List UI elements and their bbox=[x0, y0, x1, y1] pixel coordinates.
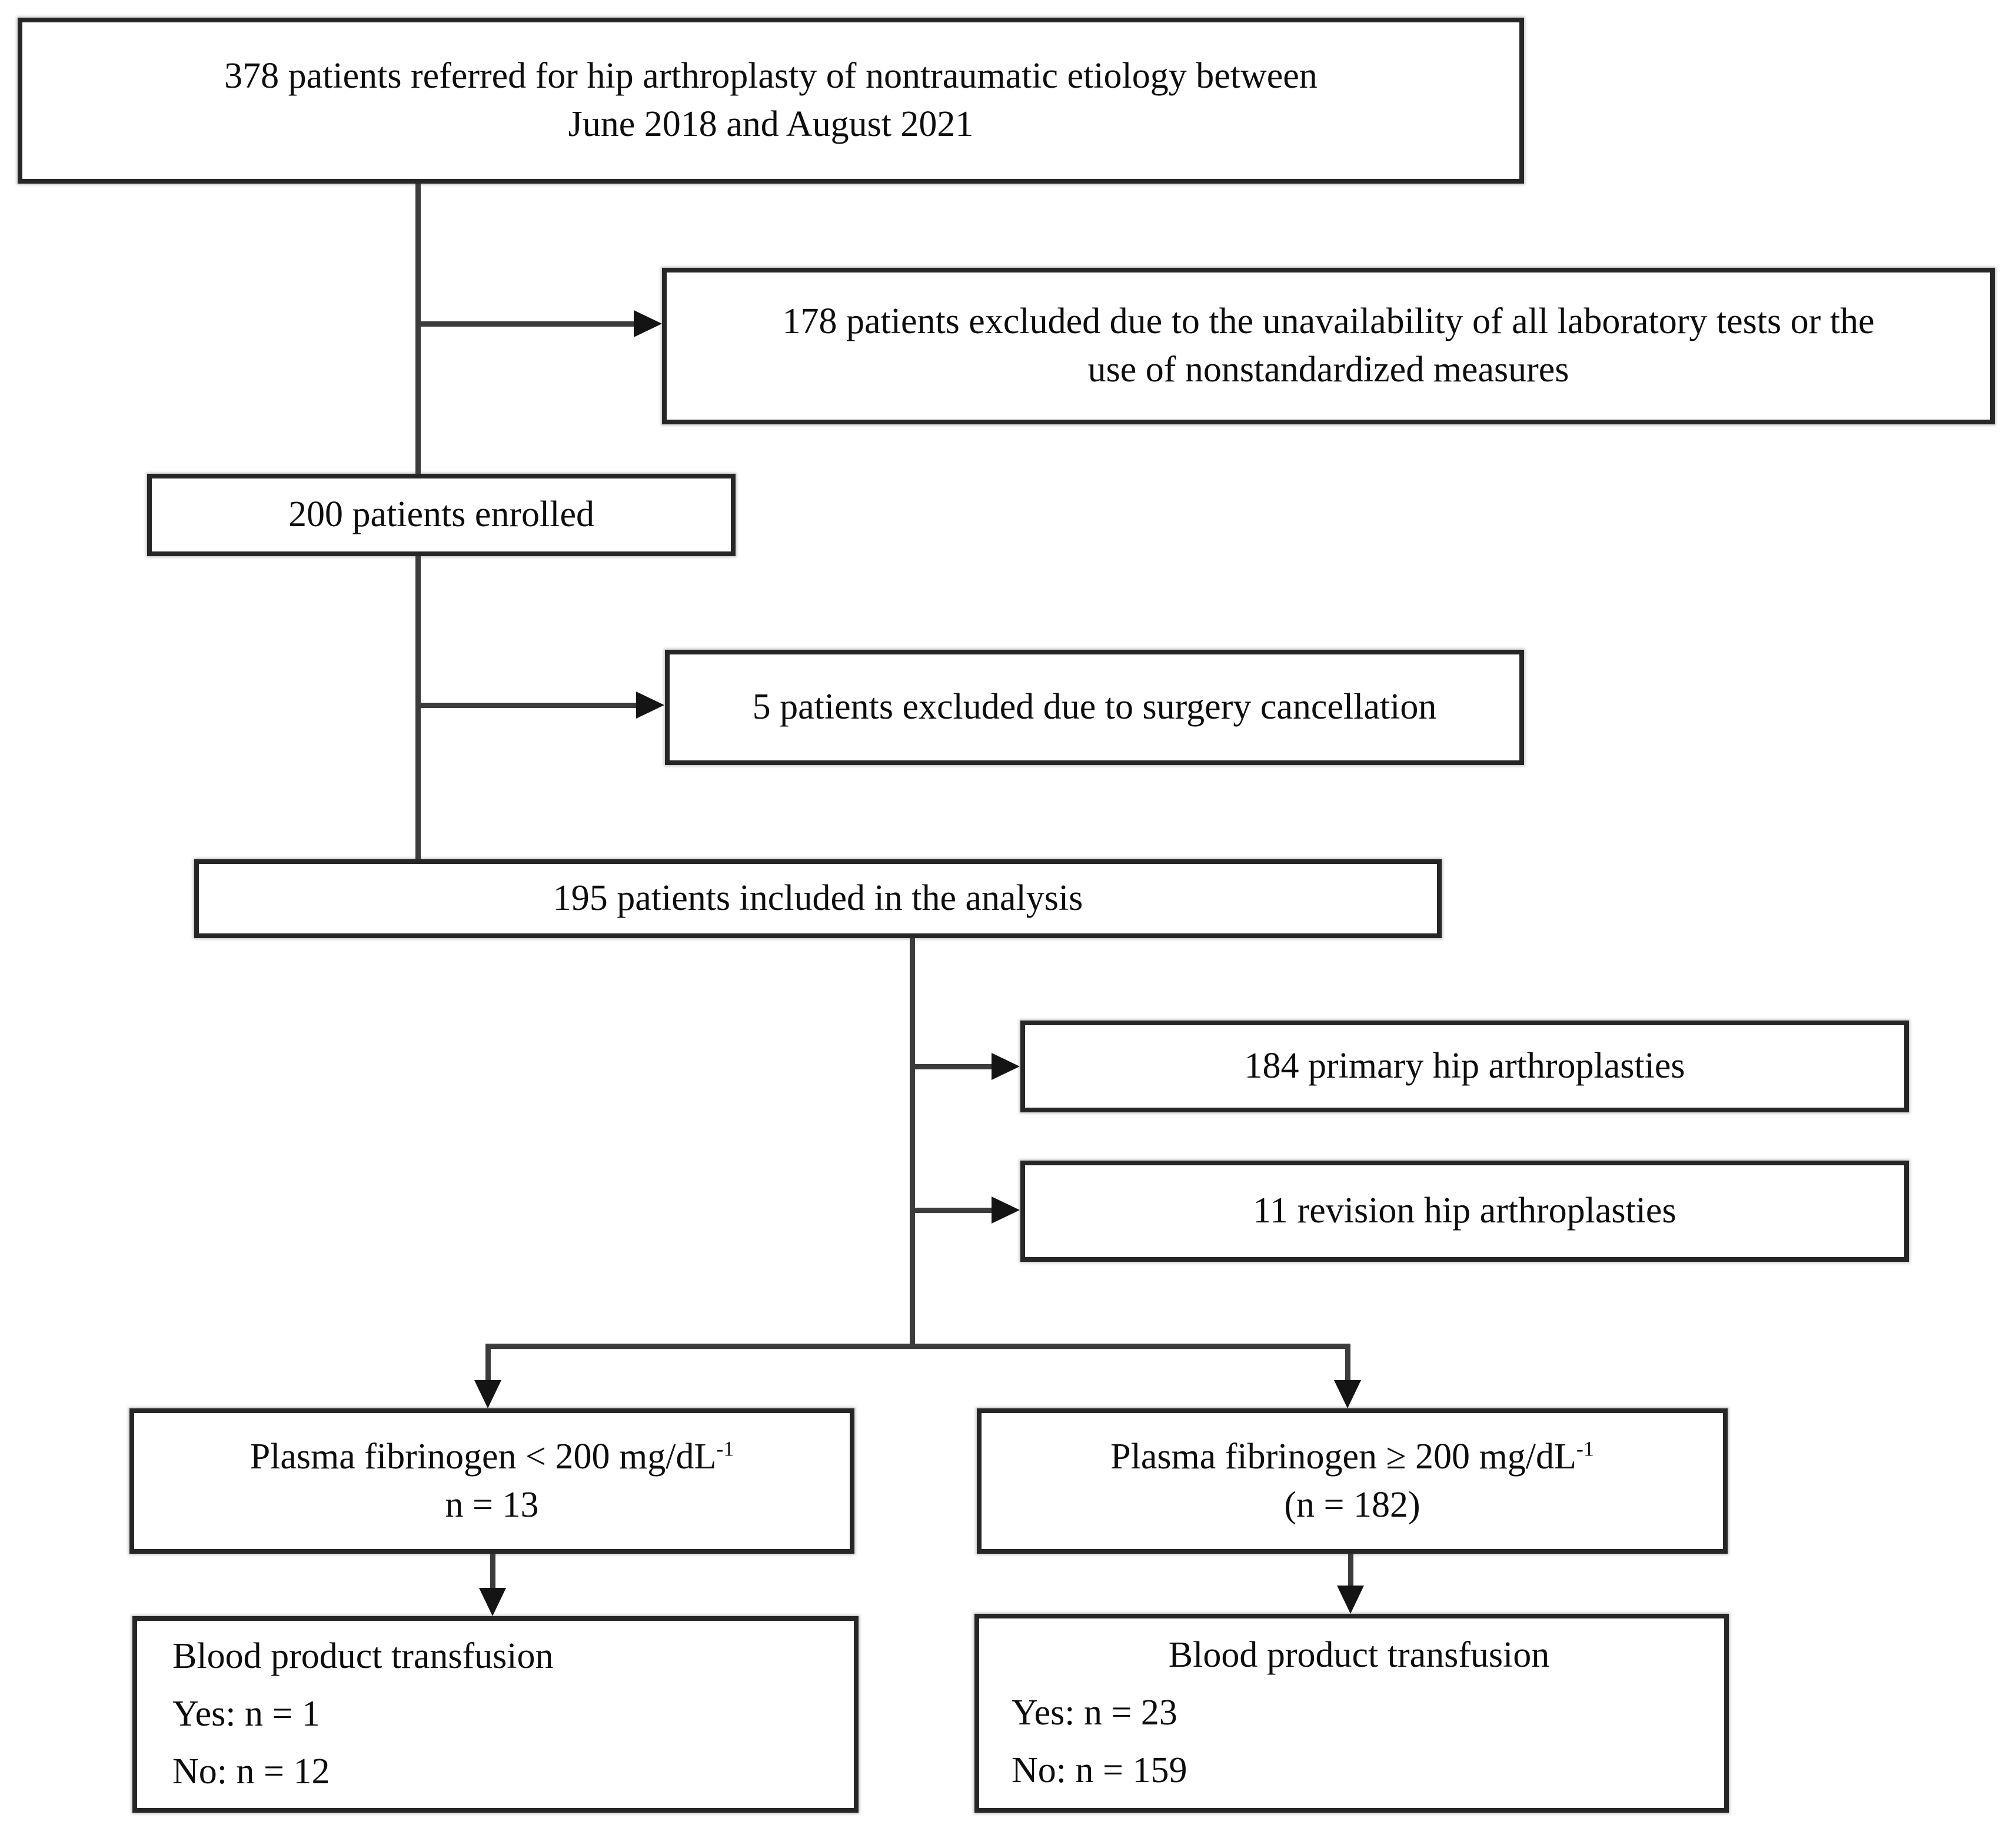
box-transfusion-high-yes: Yes: n = 23 bbox=[1012, 1693, 1177, 1733]
connector-split-bar bbox=[485, 1344, 1350, 1349]
arrowhead-down-transfusion-low-icon bbox=[479, 1588, 506, 1616]
arrowhead-down-fibrinogen-low-icon bbox=[474, 1380, 501, 1408]
connector-analysis-to-branch bbox=[910, 938, 915, 1349]
box-enrolled-text: 200 patients enrolled bbox=[288, 494, 594, 535]
box-excluded-surgery-text: 5 patients excluded due to surgery cance… bbox=[752, 687, 1437, 727]
box-revision: 11 revision hip arthroplasties bbox=[1020, 1161, 1909, 1262]
box-transfusion-low: Blood product transfusion Yes: n = 1 No:… bbox=[132, 1616, 859, 1813]
box-transfusion-high-no: No: n = 159 bbox=[1012, 1750, 1187, 1790]
box-excluded-surgery: 5 patients excluded due to surgery cance… bbox=[665, 650, 1524, 765]
box-transfusion-high-title: Blood product transfusion bbox=[1168, 1635, 1550, 1676]
connector-referred-to-enrolled bbox=[415, 184, 421, 474]
arrowhead-right-revision-icon bbox=[992, 1196, 1020, 1224]
box-transfusion-low-title: Blood product transfusion bbox=[172, 1636, 554, 1677]
box-fibrinogen-low-title: Plasma fibrinogen < 200 mg/dL-1 bbox=[249, 1436, 734, 1477]
box-analysis: 195 patients included in the analysis bbox=[194, 859, 1442, 938]
connector-split-left bbox=[485, 1344, 491, 1382]
box-revision-text: 11 revision hip arthroplasties bbox=[1253, 1191, 1676, 1231]
connector-fibrinogen-high-to-transfusion bbox=[1348, 1554, 1353, 1588]
arrowhead-down-fibrinogen-high-icon bbox=[1334, 1380, 1361, 1408]
box-referred-line2: June 2018 and August 2021 bbox=[568, 104, 974, 144]
box-primary-text: 184 primary hip arthroplasties bbox=[1244, 1046, 1685, 1086]
arrowhead-right-excluded-labs-icon bbox=[634, 310, 662, 337]
box-analysis-text: 195 patients included in the analysis bbox=[553, 878, 1083, 919]
box-fibrinogen-high-count: (n = 182) bbox=[1284, 1484, 1420, 1525]
box-excluded-labs-line1: 178 patients excluded due to the unavail… bbox=[782, 301, 1875, 342]
box-fibrinogen-high: Plasma fibrinogen ≥ 200 mg/dL-1 (n = 182… bbox=[977, 1408, 1728, 1554]
connector-split-right bbox=[1345, 1344, 1350, 1382]
connector-to-excluded-surgery bbox=[415, 703, 637, 708]
box-fibrinogen-high-title: Plasma fibrinogen ≥ 200 mg/dL-1 bbox=[1110, 1436, 1594, 1477]
box-transfusion-low-yes: Yes: n = 1 bbox=[172, 1694, 320, 1734]
arrowhead-down-transfusion-high-icon bbox=[1337, 1586, 1364, 1614]
box-excluded-labs-line2: use of nonstandardized measures bbox=[1087, 350, 1569, 390]
arrowhead-right-primary-icon bbox=[992, 1053, 1020, 1080]
box-primary: 184 primary hip arthroplasties bbox=[1020, 1021, 1909, 1112]
arrowhead-right-excluded-surgery-icon bbox=[636, 692, 664, 719]
box-fibrinogen-low: Plasma fibrinogen < 200 mg/dL-1 n = 13 bbox=[129, 1408, 854, 1554]
box-transfusion-low-no: No: n = 12 bbox=[172, 1751, 330, 1792]
box-transfusion-high: Blood product transfusion Yes: n = 23 No… bbox=[974, 1614, 1729, 1813]
connector-to-revision bbox=[910, 1208, 992, 1213]
box-enrolled: 200 patients enrolled bbox=[147, 474, 736, 556]
fibrinogen-low-exponent: -1 bbox=[716, 1437, 734, 1461]
box-fibrinogen-low-count: n = 13 bbox=[445, 1484, 539, 1525]
connector-to-primary bbox=[910, 1064, 992, 1069]
box-referred: 378 patients referred for hip arthroplas… bbox=[18, 18, 1524, 184]
fibrinogen-high-exponent: -1 bbox=[1576, 1437, 1594, 1461]
connector-fibrinogen-low-to-transfusion bbox=[490, 1554, 495, 1590]
box-excluded-labs: 178 patients excluded due to the unavail… bbox=[662, 268, 1995, 424]
box-referred-line1: 378 patients referred for hip arthroplas… bbox=[224, 56, 1318, 97]
connector-to-excluded-labs bbox=[415, 321, 634, 327]
